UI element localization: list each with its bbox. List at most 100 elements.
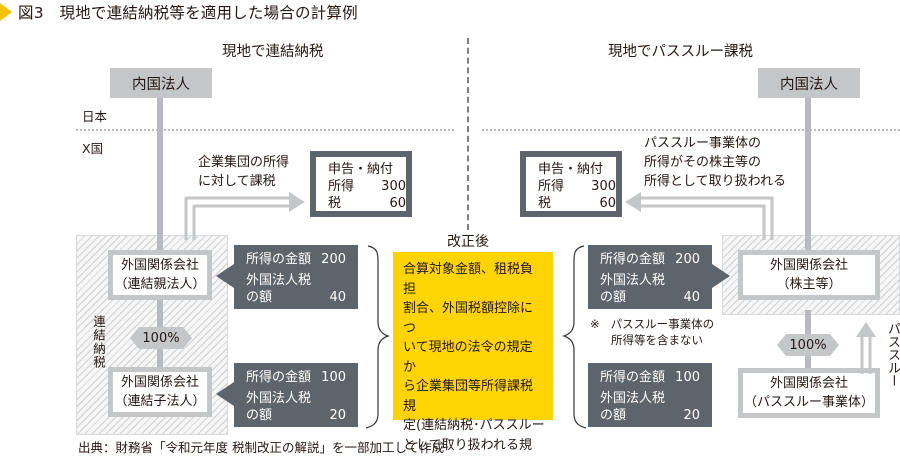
right-ownership-line-top <box>805 98 811 250</box>
left-filing-row-tax: 税 60 <box>328 195 406 212</box>
amendment-line: 合算対象金額、租税負担 <box>403 262 534 297</box>
amendment-line: いて現地の法令の規定か <box>403 340 533 375</box>
right-note: ※ パススルー事業体の 所得等を含まない <box>590 316 714 348</box>
income-value: 200 <box>675 252 700 267</box>
tax-label: 外国法人税 <box>600 391 666 406</box>
country-foreign: X国 <box>82 141 104 156</box>
amendment-line: 定(連結納税･パススルー <box>403 418 545 433</box>
right-filing-row-tax: 税 60 <box>538 195 616 212</box>
entity-name: 外国関係会社 <box>769 376 848 391</box>
tax-value: 20 <box>683 408 700 423</box>
figure-title: 図3 現地で連結納税等を適用した場合の計算例 <box>18 1 358 23</box>
filing-value: 300 <box>591 179 616 194</box>
filing-value: 60 <box>389 196 406 211</box>
left-amount-box-2: 所得の金額 100 外国法人税 の額 20 <box>234 363 358 427</box>
left-arrowhead-icon <box>289 192 305 212</box>
entity-name: 外国関係会社 <box>120 258 199 273</box>
ownership-percent: 100% <box>142 330 180 346</box>
left-callout-pointer <box>216 264 234 288</box>
left-annotation-line: に対して課税 <box>198 174 276 189</box>
center-heading: 改正後 <box>447 234 489 250</box>
left-taxation-arrow <box>184 196 290 240</box>
passthrough-arrow <box>860 336 872 374</box>
right-parent-domestic-corp: 内国法人 <box>758 68 860 98</box>
income-value: 100 <box>675 370 700 385</box>
figure-number: 図3 <box>18 4 44 22</box>
note-line: 所得等を含まない <box>611 333 703 347</box>
tax-label: 外国法人税 <box>246 391 312 406</box>
figure-title-text: 現地で連結納税等を適用した場合の計算例 <box>59 4 358 22</box>
filing-label: 所得 <box>328 179 355 194</box>
income-label: 所得の金額 <box>246 370 312 385</box>
border-line-right <box>482 129 900 131</box>
tax-value: 40 <box>329 290 346 305</box>
amendment-note-box: 合算対象金額、租税負担 割合、外国税額控除につ いて現地の法令の規定か ら企業集… <box>393 252 553 453</box>
left-ownership-badge: 100% <box>130 327 192 349</box>
income-label: 所得の金額 <box>246 252 312 267</box>
filing-label: 税 <box>328 196 342 211</box>
income-value: 200 <box>321 252 346 267</box>
entity-name: 外国関係会社 <box>769 258 848 273</box>
title-marker-icon <box>0 3 12 21</box>
entity-role: （パススルー事業体） <box>743 395 874 410</box>
right-filing-heading: 申告・納付 <box>538 162 604 177</box>
center-divider <box>467 38 469 230</box>
tax-label: 外国法人税 <box>600 273 666 288</box>
left-brace <box>365 245 390 429</box>
amendment-line: 割合、外国税額控除につ <box>403 301 534 336</box>
tax-label: の額 <box>246 408 273 423</box>
left-entity-parent: 外国関係会社 （連結親法人） <box>108 250 212 300</box>
filing-label: 税 <box>538 196 552 211</box>
right-ownership-badge: 100% <box>777 334 839 356</box>
right-attribution-arrow <box>640 196 774 240</box>
consolidated-tax-label: 連結納税 <box>91 315 106 369</box>
right-entity-passthrough: 外国関係会社 （パススルー事業体） <box>738 368 880 418</box>
right-amount-box-2: 所得の金額 100 外国法人税 の額 20 <box>588 363 712 427</box>
left-heading: 現地で連結納税 <box>222 44 324 60</box>
left-filing-row-income: 所得 300 <box>328 178 406 195</box>
amendment-line: ら企業集団等所得課税規 <box>403 379 534 414</box>
passthrough-label: パススルー <box>885 322 900 387</box>
tax-label: の額 <box>600 290 627 305</box>
right-annotation-line: 所得がその株主等の <box>644 155 762 170</box>
left-parent-domestic-corp: 内国法人 <box>110 68 212 98</box>
passthrough-arrowhead-icon <box>856 322 876 337</box>
right-annotation: パススルー事業体の 所得がその株主等の 所得として取り扱われる <box>644 134 786 191</box>
entity-role: （株主等） <box>776 277 842 292</box>
income-label: 所得の金額 <box>600 370 666 385</box>
left-parent-label: 内国法人 <box>132 76 190 93</box>
right-amount-box-1: 所得の金額 200 外国法人税 の額 40 <box>588 245 712 309</box>
income-value: 100 <box>321 370 346 385</box>
filing-value: 300 <box>381 179 406 194</box>
right-callout-pointer <box>712 264 730 288</box>
income-label: 所得の金額 <box>600 252 666 267</box>
right-parent-label: 内国法人 <box>780 76 838 93</box>
right-annotation-line: 所得として取り扱われる <box>644 174 786 189</box>
source-note: 出典：財務省「令和元年度 税制改正の解説」を一部加工して作成 <box>78 440 445 455</box>
note-mark: ※ <box>590 317 600 331</box>
amendment-line: として取り扱われる規定) <box>403 437 532 453</box>
tax-label: 外国法人税 <box>246 273 312 288</box>
border-line-left <box>76 129 454 131</box>
right-brace <box>562 245 587 429</box>
tax-value: 40 <box>683 290 700 305</box>
tax-value: 20 <box>329 408 346 423</box>
left-filing-heading: 申告・納付 <box>328 162 394 177</box>
right-filing-box: 申告・納付 所得 300 税 60 <box>520 151 622 217</box>
country-japan: 日本 <box>82 109 108 124</box>
entity-role: （連結親法人） <box>114 277 206 292</box>
tax-label: の額 <box>246 290 273 305</box>
filing-label: 所得 <box>538 179 565 194</box>
left-filing-box: 申告・納付 所得 300 税 60 <box>310 151 412 217</box>
left-entity-subsidiary: 外国関係会社 （連結子法人） <box>108 367 212 417</box>
entity-role: （連結子法人） <box>114 394 206 409</box>
note-line: パススルー事業体の <box>610 317 715 331</box>
left-callout-pointer <box>216 382 234 406</box>
ownership-percent: 100% <box>789 337 827 353</box>
right-annotation-line: パススルー事業体の <box>644 136 762 151</box>
left-amount-box-1: 所得の金額 200 外国法人税 の額 40 <box>234 245 358 309</box>
tax-label: の額 <box>600 408 627 423</box>
right-entity-shareholder: 外国関係会社 （株主等） <box>738 250 880 300</box>
left-annotation-line: 企業集団の所得 <box>198 155 290 170</box>
